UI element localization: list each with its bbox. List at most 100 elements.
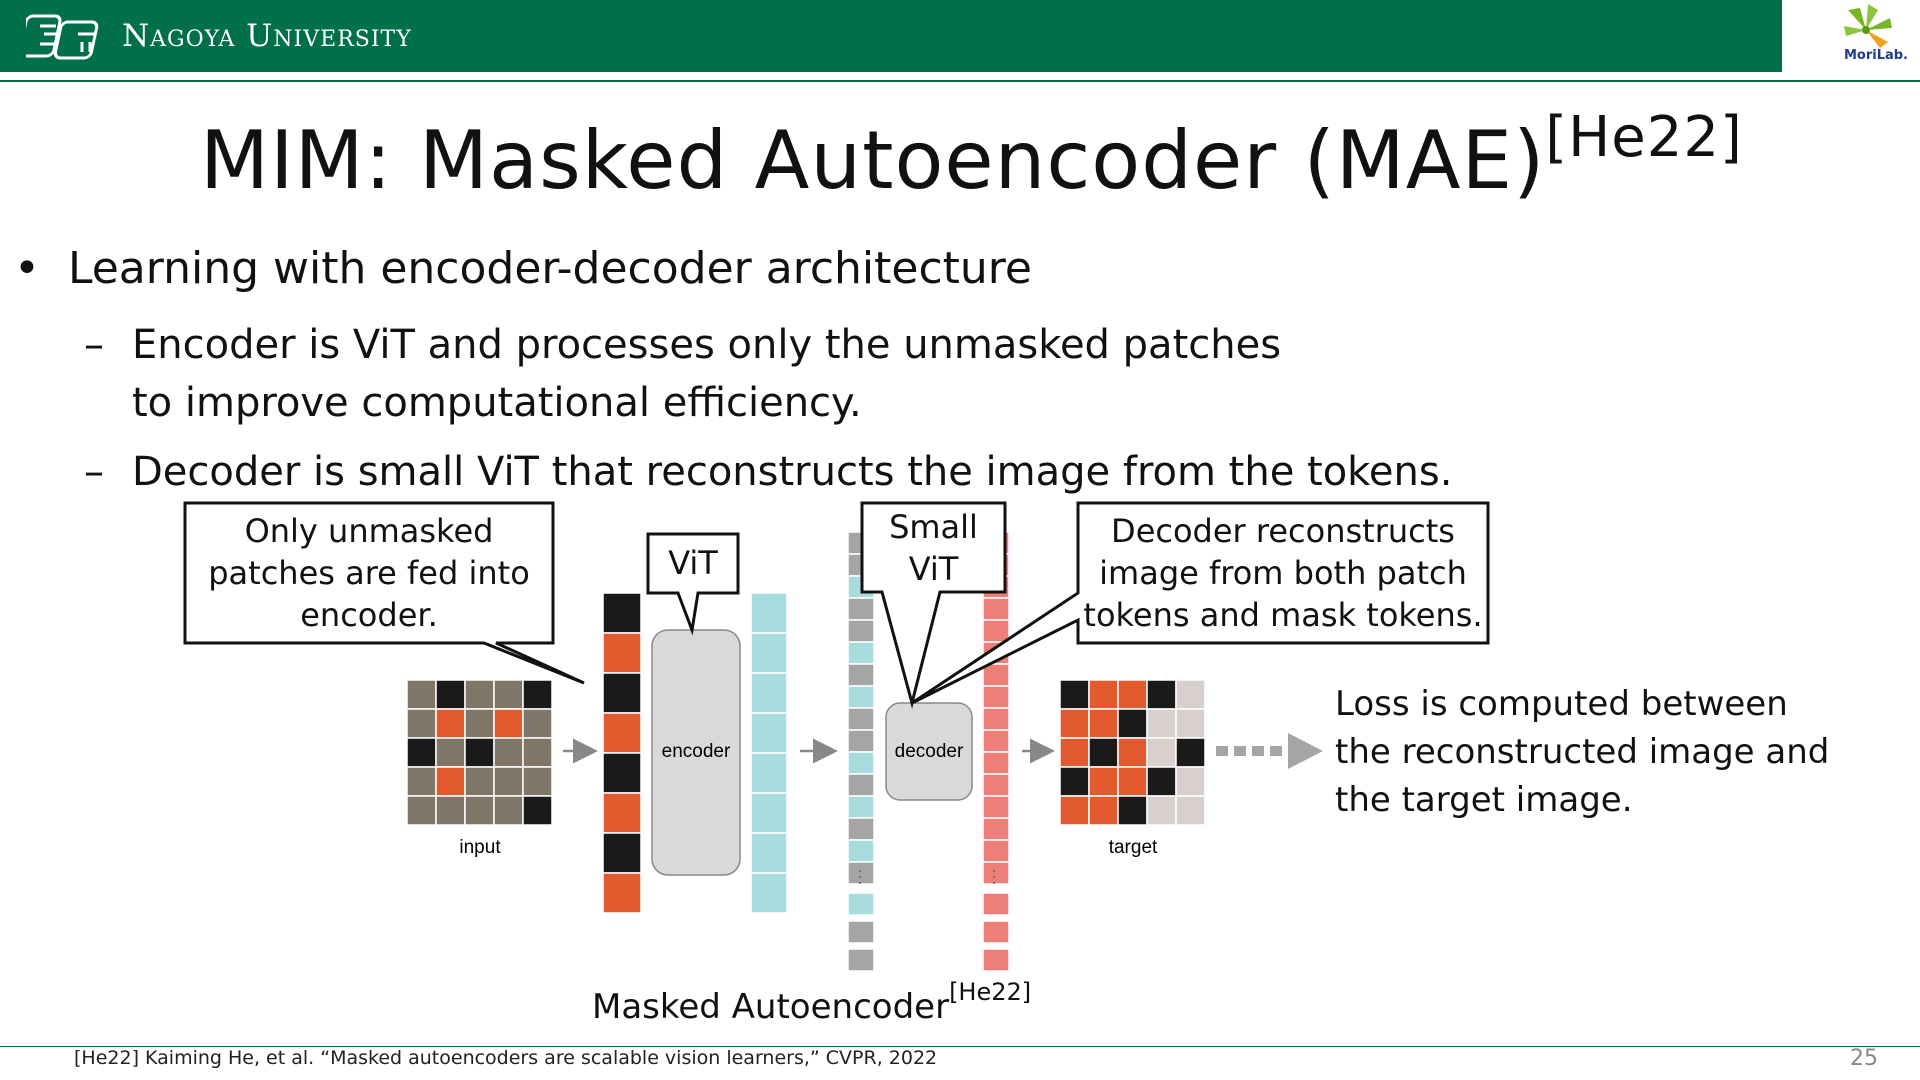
target-patch (1117, 766, 1148, 797)
input-patch (493, 795, 524, 826)
decoded-token (982, 795, 1010, 819)
callout-input-line: encoder. (300, 596, 438, 634)
encoded-token (750, 832, 788, 874)
target-patch (1117, 679, 1148, 710)
target-patch (1175, 766, 1206, 797)
input-patch (522, 679, 553, 710)
patch-token (602, 632, 642, 674)
callout-decoder (911, 501, 1490, 705)
decoder-label: decoder (895, 741, 964, 762)
sub-bullet-decoder-text: Decoder is small ViT that reconstructs t… (132, 449, 1453, 495)
patch-token (602, 792, 642, 834)
full-token (847, 795, 875, 819)
callout-input (183, 501, 585, 685)
encoded-token (750, 792, 788, 834)
full-token (847, 839, 875, 863)
target-patch (1117, 795, 1148, 826)
bullet-text: Learning with encoder-decoder architectu… (68, 243, 1032, 294)
figure-caption: Masked Autoencoder[He22] (592, 978, 1031, 1027)
target-patch (1146, 795, 1177, 826)
full-token (847, 619, 875, 643)
target-patch (1117, 708, 1148, 739)
target-patch (1059, 766, 1090, 797)
target-patch (1088, 737, 1119, 768)
page-number: 25 (1850, 1046, 1878, 1071)
university-name: Nagoya University (122, 18, 412, 54)
encoder-label: encoder (662, 741, 731, 762)
input-patch (493, 737, 524, 768)
patch-token (602, 872, 642, 914)
sub-bullet-decoder: –Decoder is small ViT that reconstructs … (84, 449, 1452, 495)
target-patch (1146, 708, 1177, 739)
bullet-point: •Learning with encoder-decoder architect… (14, 243, 1032, 294)
full-token-column (847, 531, 875, 972)
input-patch (406, 708, 437, 739)
lab-name: MoriLab. (1843, 48, 1908, 63)
full-token (847, 773, 875, 797)
patch-token (602, 592, 642, 634)
lab-logo-icon (1844, 4, 1892, 48)
target-patch (1175, 737, 1206, 768)
input-patch (464, 766, 495, 797)
target-patch (1175, 679, 1206, 710)
target-patch (1146, 737, 1177, 768)
input-label: input (459, 837, 501, 858)
target-label: target (1109, 837, 1158, 858)
full-token (847, 663, 875, 687)
callout-vit-text: ViT (668, 544, 718, 582)
target-patch (1117, 737, 1148, 768)
patch-token (602, 712, 642, 754)
sub-bullet-encoder: –Encoder is ViT and processes only the u… (84, 322, 1281, 368)
encoded-token (750, 632, 788, 674)
header-rule (0, 80, 1920, 82)
input-patch (435, 708, 466, 739)
encoded-token (750, 712, 788, 754)
input-patch (435, 795, 466, 826)
callout-decoder-line: Decoder reconstructs (1111, 512, 1455, 550)
sub-bullet-encoder-line1: Encoder is ViT and processes only the un… (132, 322, 1282, 368)
decoded-token (982, 707, 1010, 731)
decoded-token (982, 817, 1010, 841)
encoded-token (750, 672, 788, 714)
encoded-token (750, 592, 788, 634)
callout-small-vit-line: ViT (908, 550, 959, 588)
input-patch (464, 737, 495, 768)
input-patch (406, 679, 437, 710)
loss-arrow (1216, 733, 1323, 769)
encoded-token-column (750, 592, 788, 914)
university-emblem-icon (26, 14, 99, 60)
slide-title: MIM: Masked Autoencoder (MAE)[He22] (200, 105, 1743, 207)
header-bar (0, 0, 1920, 72)
decoded-token (982, 861, 1010, 885)
figure-caption-ref: [He22] (949, 978, 1032, 1006)
full-token (847, 751, 875, 775)
input-patch (464, 708, 495, 739)
input-patch (493, 679, 524, 710)
full-token (847, 729, 875, 753)
target-patch (1059, 679, 1090, 710)
slide-title-text: MIM: Masked Autoencoder (MAE) (200, 114, 1546, 207)
full-token (847, 892, 875, 916)
figure-caption-text: Masked Autoencoder (592, 987, 950, 1027)
decoded-token-column (982, 531, 1010, 972)
input-patch (435, 766, 466, 797)
full-token (847, 920, 875, 944)
decoded-token (982, 839, 1010, 863)
input-patch (406, 795, 437, 826)
decoded-token (982, 920, 1010, 944)
decoded-token (982, 773, 1010, 797)
full-token (847, 597, 875, 621)
input-patch (522, 766, 553, 797)
callout-vit (646, 532, 740, 636)
decoded-token (982, 685, 1010, 709)
patch-token (602, 672, 642, 714)
input-patch (493, 708, 524, 739)
input-patch (493, 766, 524, 797)
decoded-token (982, 597, 1010, 621)
input-patch (435, 737, 466, 768)
input-image-grid (406, 679, 553, 826)
patch-token (602, 832, 642, 874)
loss-description: Loss is computed between the reconstruct… (1335, 680, 1829, 824)
target-patch (1088, 795, 1119, 826)
